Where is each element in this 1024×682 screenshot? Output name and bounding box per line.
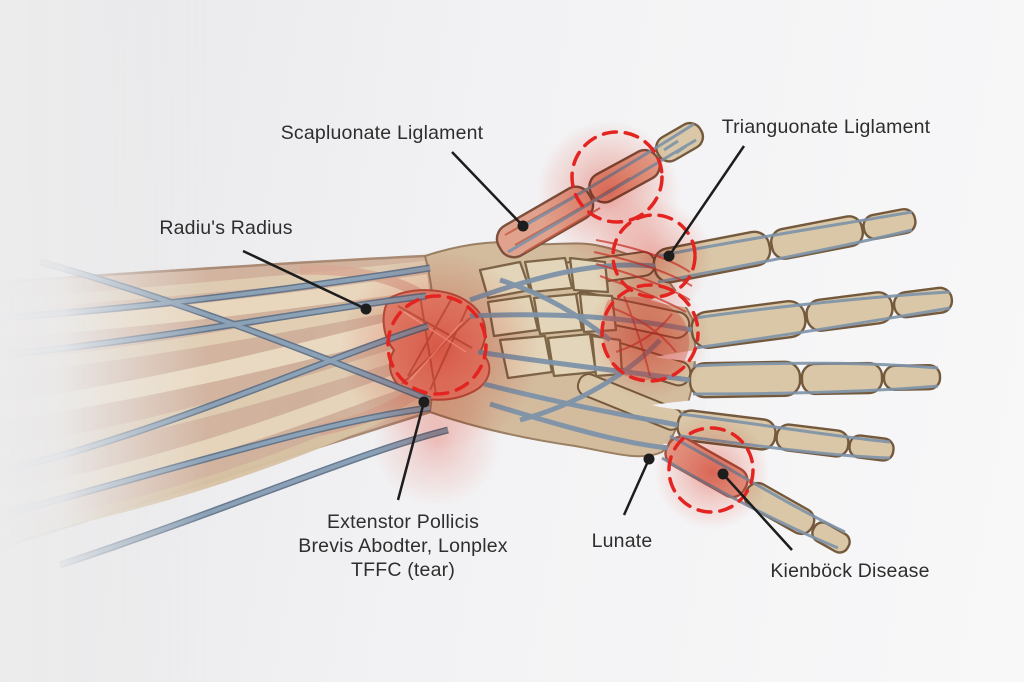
- label-kienbock: Kienböck Disease: [770, 560, 929, 582]
- highlight-ring-index-mcp: [611, 213, 697, 299]
- label-extensor-line3: TFFC (tear): [351, 559, 455, 581]
- leader-dot-extensor: [418, 396, 430, 408]
- leader-dot-radius: [360, 303, 372, 315]
- leader-dot-lunate: [643, 453, 655, 465]
- ring-finger: [688, 360, 942, 399]
- label-lunate: Lunate: [592, 530, 653, 552]
- middle-finger: [690, 286, 954, 349]
- leader-lines: [242, 145, 793, 551]
- label-extensor-line2: Brevis Abodter, Lonplex: [298, 535, 508, 557]
- leader-dot-scapholunate: [517, 220, 529, 232]
- label-scapholunate: Scapluonate Liglament: [281, 122, 484, 144]
- leader-dots: [360, 220, 729, 480]
- left-fade: [0, 0, 210, 682]
- label-extensor-line1: Extenstor Pollicis: [327, 511, 479, 533]
- highlight-ring-thumb: [570, 130, 664, 224]
- leader-scapholunate: [451, 151, 524, 227]
- leader-dot-kienbock: [717, 468, 729, 480]
- leader-radius: [242, 249, 367, 311]
- leader-dot-triquetral: [663, 250, 675, 262]
- leader-kienbock: [722, 473, 793, 551]
- labels: Scapluonate Liglament Trianguonate Ligla…: [159, 116, 930, 582]
- leader-extensor: [396, 401, 426, 501]
- leader-lunate: [622, 458, 651, 516]
- leader-triquetral: [667, 145, 746, 257]
- highlight-ring-kienbock: [667, 426, 755, 514]
- highlight-rings: [386, 130, 755, 514]
- highlight-ring-wrist: [386, 294, 488, 396]
- highlight-ring-midhand: [600, 283, 700, 383]
- label-triquetral: Trianguonate Liglament: [722, 116, 931, 138]
- label-radius: Radiu's Radius: [159, 217, 292, 239]
